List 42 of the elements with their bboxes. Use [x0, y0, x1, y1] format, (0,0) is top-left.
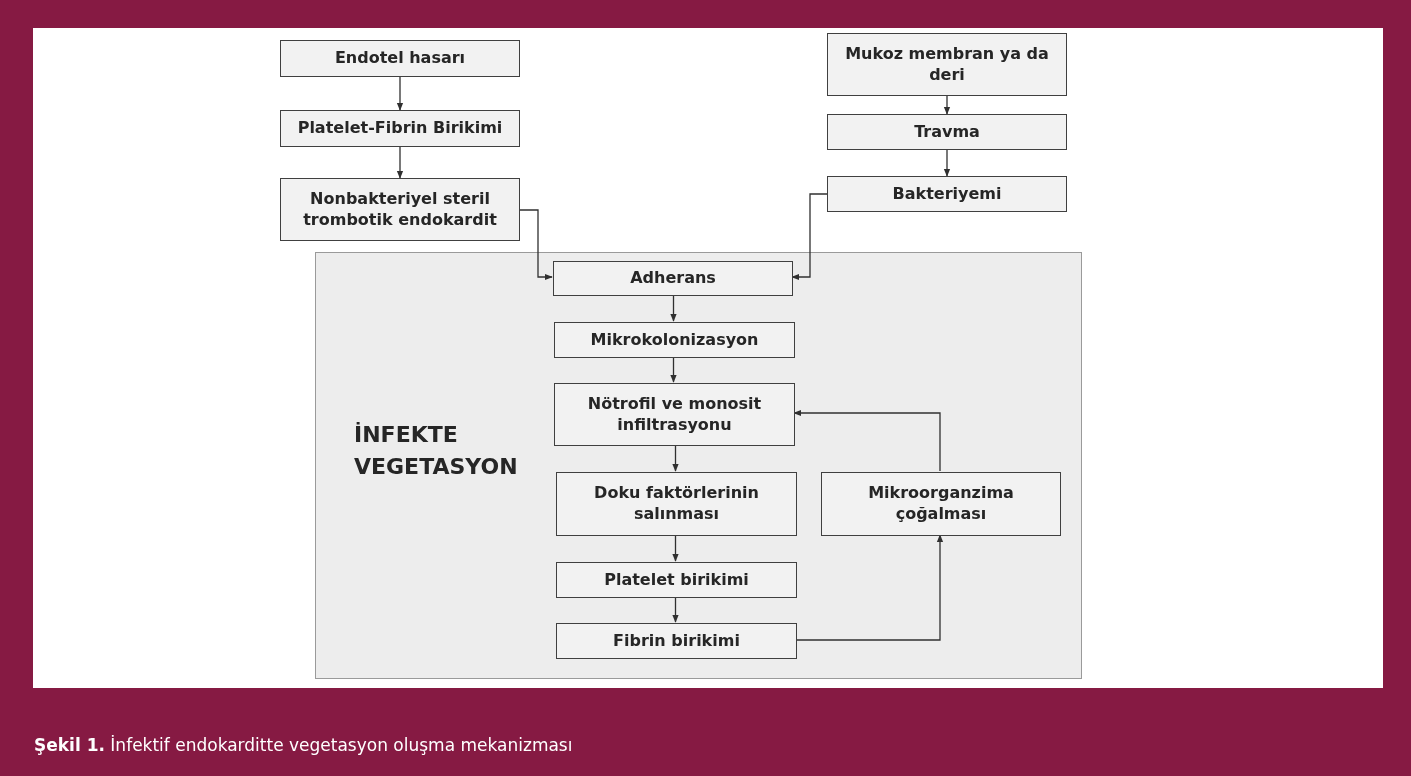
process-box: [556, 562, 797, 598]
arrow: [519, 209, 553, 281]
group-box: [315, 252, 1082, 679]
arrow: [672, 444, 679, 472]
process-box: [554, 383, 795, 446]
process-box: [553, 261, 793, 296]
figure-caption: Şekil 1. İnfektif endokarditte vegetasyon oluşma mekanizması: [34, 735, 573, 755]
arrow: [943, 149, 951, 177]
box-label: Platelet-Fibrin Birikimi: [297, 118, 503, 139]
process-box: [554, 322, 795, 358]
box-label: Platelet birikimi: [604, 569, 749, 591]
arrow: [795, 534, 944, 641]
box-label: Endotel hasarı: [334, 48, 466, 69]
process-box: [556, 472, 797, 536]
box-label: Doku faktörlerinin salınması: [593, 483, 760, 525]
group-title: İNFEKTE VEGETASYON: [354, 421, 519, 481]
arrow: [670, 356, 677, 383]
arrow: [672, 534, 679, 562]
box-label: Mikrokolonizasyon: [590, 329, 759, 351]
process-box: [827, 114, 1067, 150]
box-label: Bakteriyemi: [892, 183, 1002, 205]
process-box: [821, 472, 1061, 536]
process-box: [827, 176, 1067, 212]
arrow: [793, 409, 941, 472]
box-label: Travma: [914, 121, 980, 143]
process-box: [827, 33, 1067, 96]
arrow: [791, 193, 828, 281]
process-box: [280, 178, 520, 241]
arrow: [396, 146, 404, 179]
arrow: [396, 76, 404, 111]
box-label: Nötrofil ve monosit infiltrasyonu: [586, 393, 763, 436]
box-label: Mikroorganzima çoğalması: [867, 483, 1015, 525]
arrow: [670, 294, 677, 322]
arrow: [943, 95, 951, 115]
process-box: [556, 623, 797, 659]
box-label: Fibrin birikimi: [613, 630, 740, 652]
box-label: Nonbakteriyel steril trombotik endokardit: [302, 188, 498, 231]
arrow: [672, 596, 679, 623]
box-label: Mukoz membran ya da deri: [844, 43, 1050, 86]
process-box: [280, 40, 520, 77]
box-label: Adherans: [630, 268, 716, 289]
process-box: [280, 110, 520, 147]
